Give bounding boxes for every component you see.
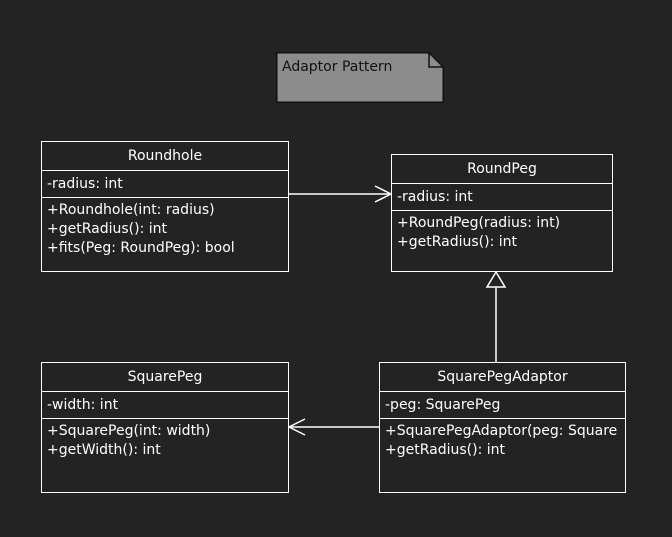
attribute: -radius: int [397,189,473,205]
title-note: Adaptor Pattern [276,52,444,103]
class-name: SquarePeg [42,363,288,392]
class-name: Roundhole [42,142,288,171]
method: +SquarePeg(int: width) [47,423,211,439]
method: +SquarePegAdaptor(peg: Square [385,423,618,439]
attribute-section: -peg: SquarePeg [380,392,625,419]
method: +Roundhole(int: radius) [47,202,215,218]
attribute-section: -width: int [42,392,288,419]
method-section: +Roundhole(int: radius) +getRadius(): in… [42,198,288,258]
method: +fits(Peg: RoundPeg): bool [47,240,235,256]
method-section: +RoundPeg(radius: int) +getRadius(): int [392,211,612,252]
class-name: RoundPeg [392,155,612,184]
class-name: SquarePegAdaptor [380,363,625,392]
association-adaptor-squarepeg-arrowhead [287,418,306,436]
attribute-section: -radius: int [42,171,288,198]
class-roundpeg[interactable]: RoundPeg -radius: int +RoundPeg(radius: … [391,154,613,272]
class-roundhole[interactable]: Roundhole -radius: int +Roundhole(int: r… [41,141,289,272]
method: +getWidth(): int [47,442,161,458]
attribute: -peg: SquarePeg [385,397,501,413]
note-title-text: Adaptor Pattern [282,59,393,75]
attribute-section: -radius: int [392,184,612,211]
class-squarepegadaptor[interactable]: SquarePegAdaptor -peg: SquarePeg +Square… [379,362,626,493]
inheritance-adaptor-roundpeg-triangle [485,270,507,288]
method: +getRadius(): int [47,221,168,237]
method: +getRadius(): int [385,442,506,458]
method: +getRadius(): int [397,234,518,250]
attribute: -width: int [47,397,119,413]
note-shape [276,52,444,103]
method-section: +SquarePegAdaptor(peg: Square +getRadius… [380,419,625,460]
attribute: -radius: int [47,176,123,192]
method-section: +SquarePeg(int: width) +getWidth(): int [42,419,288,460]
method: +RoundPeg(radius: int) [397,215,561,231]
class-squarepeg[interactable]: SquarePeg -width: int +SquarePeg(int: wi… [41,362,289,493]
